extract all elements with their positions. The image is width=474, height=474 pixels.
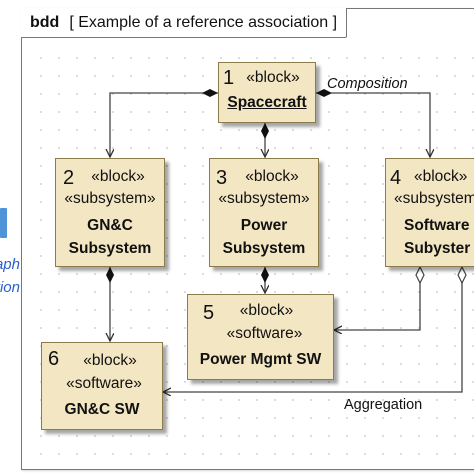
- block-number: 4: [390, 167, 402, 189]
- composition-edge-2-6: [106, 267, 114, 341]
- cropped-text-line-1: raph: [0, 256, 20, 273]
- composition-label: Composition: [327, 76, 408, 92]
- block-stereotype: «block»: [414, 168, 468, 185]
- frame-label: bdd [ Example of a reference association…: [21, 8, 347, 38]
- block-name: Spacecraft: [227, 94, 307, 111]
- block-spacecraft[interactable]: 1 «block» Spacecraft: [218, 62, 316, 123]
- block-stereotype-2: «software»: [226, 325, 303, 342]
- aggregation-edge-4-6: [163, 265, 467, 392]
- block-name-2: Subyster: [404, 240, 471, 257]
- block-software-subsystem[interactable]: 4 «block» «subsystem Software Subyster: [385, 158, 474, 267]
- block-name: Power: [240, 217, 288, 234]
- block-power-mgmt-sw[interactable]: 5 «block» «software» Power Mgmt SW: [187, 294, 334, 380]
- block-stereotype-2: «subsystem: [394, 190, 474, 207]
- block-gnc-sw[interactable]: 6 «block» «software» GN&C SW: [41, 342, 163, 430]
- block-number: 3: [216, 167, 228, 189]
- diagram-kind: bdd: [30, 13, 60, 31]
- block-gnc-subsystem[interactable]: 2 «block» «subsystem» GN&C Subsystem: [55, 158, 165, 267]
- composition-edge-1-4: [316, 89, 430, 157]
- composition-edge-1-2: [110, 89, 218, 157]
- block-stereotype-2: «subsystem»: [218, 190, 310, 207]
- block-name: GN&C: [87, 217, 133, 234]
- block-stereotype: «block»: [239, 302, 294, 319]
- block-number: 1: [223, 67, 235, 89]
- left-cropped-fragment: raph ation: [0, 0, 20, 474]
- block-number: 6: [48, 348, 60, 370]
- block-number: 5: [203, 302, 215, 324]
- block-name-2: Subsystem: [68, 240, 152, 257]
- block-stereotype: «block»: [246, 69, 300, 86]
- block-stereotype: «block»: [245, 168, 299, 185]
- diagram-title: [ Example of a reference association ]: [69, 13, 338, 31]
- block-name: Software: [404, 217, 470, 234]
- cropped-text-line-2: ation: [0, 279, 20, 296]
- block-number: 2: [63, 167, 75, 189]
- aggregation-edge-4-5: [334, 265, 425, 330]
- block-power-subsystem[interactable]: 3 «block» «subsystem» Power Subsystem: [209, 158, 319, 267]
- block-stereotype: «block»: [91, 168, 145, 185]
- cropped-blue-shape: [0, 208, 7, 238]
- block-stereotype-2: «subsystem»: [64, 190, 156, 207]
- aggregation-label: Aggregation: [344, 397, 423, 413]
- composition-edge-3-5: [261, 267, 269, 293]
- block-name: GN&C SW: [64, 401, 140, 418]
- block-name-2: Subsystem: [222, 240, 306, 257]
- block-stereotype-2: «software»: [66, 375, 142, 392]
- composition-edge-1-3: [261, 123, 269, 157]
- block-stereotype: «block»: [83, 352, 137, 369]
- block-name: Power Mgmt SW: [199, 351, 322, 368]
